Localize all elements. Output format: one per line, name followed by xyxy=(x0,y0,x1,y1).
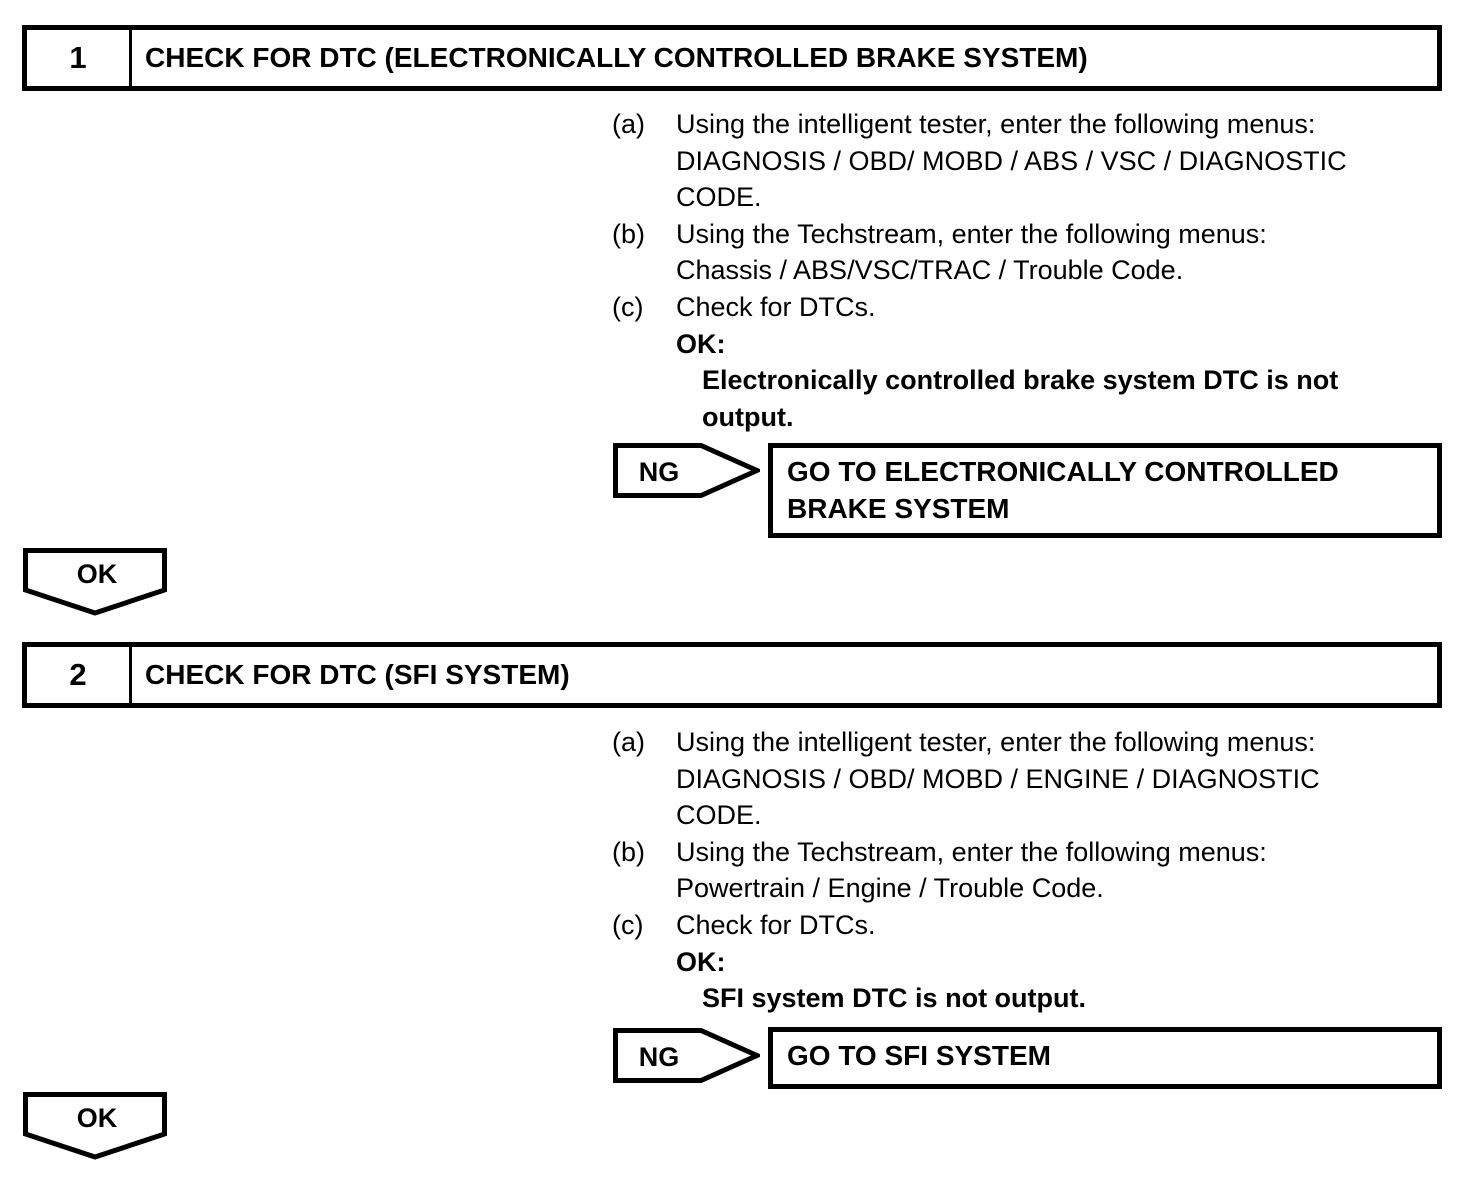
list-label: (c) xyxy=(612,909,644,940)
list-text: Powertrain / Engine / Trouble Code. xyxy=(676,873,1104,904)
instruction-line: Powertrain / Engine / Trouble Code. xyxy=(612,870,1457,907)
instruction-line: CODE. xyxy=(612,797,1457,834)
step-2-ng-action-box: GO TO SFI SYSTEM xyxy=(768,1027,1442,1089)
instruction-line: (a) Using the intelligent tester, enter … xyxy=(612,724,1457,761)
step-1-number: 1 xyxy=(27,30,132,86)
step-1-header: 1 CHECK FOR DTC (ELECTRONICALLY CONTROLL… xyxy=(22,25,1442,91)
list-text: Using the Techstream, enter the followin… xyxy=(676,836,1267,867)
list-label: (c) xyxy=(612,291,644,322)
step-2-header: 2 CHECK FOR DTC (SFI SYSTEM) xyxy=(22,642,1442,708)
step-2-instructions: (a) Using the intelligent tester, enter … xyxy=(612,724,1457,1017)
ng-label: NG xyxy=(639,1042,680,1072)
list-text: Chassis / ABS/VSC/TRAC / Trouble Code. xyxy=(676,255,1184,286)
ok-arrow-icon: OK xyxy=(23,548,167,616)
list-label xyxy=(612,797,676,834)
ok-condition-heading: OK: xyxy=(612,326,1457,363)
step-1-instructions: (a) Using the intelligent tester, enter … xyxy=(612,106,1457,435)
ok-arrow-icon: OK xyxy=(23,1092,167,1160)
step-2-number: 2 xyxy=(27,647,132,703)
list-label xyxy=(612,326,676,363)
instruction-line: (c) Check for DTCs. xyxy=(612,907,1457,944)
step-1-ng-action-box: GO TO ELECTRONICALLY CONTROLLED BRAKE SY… xyxy=(768,443,1442,538)
list-label: (a) xyxy=(612,109,645,139)
list-label: (b) xyxy=(612,218,645,249)
list-label xyxy=(612,252,676,289)
list-label xyxy=(612,179,676,216)
list-text: Using the intelligent tester, enter the … xyxy=(676,727,1316,757)
ng-label: NG xyxy=(639,457,680,487)
list-label xyxy=(612,143,676,180)
step-1-title: CHECK FOR DTC (ELECTRONICALLY CONTROLLED… xyxy=(145,42,1088,73)
instruction-line: Chassis / ABS/VSC/TRAC / Trouble Code. xyxy=(612,252,1457,289)
list-label xyxy=(612,944,676,981)
list-text: Check for DTCs. xyxy=(676,909,876,940)
list-text: CODE. xyxy=(676,182,762,213)
instruction-line: CODE. xyxy=(612,179,1457,216)
ng-arrow-icon: NG xyxy=(613,443,760,498)
list-text: OK: xyxy=(676,946,726,977)
list-label xyxy=(612,870,676,907)
ng-action-line: GO TO SFI SYSTEM xyxy=(787,1040,1051,1071)
list-text: Check for DTCs. xyxy=(676,291,876,322)
list-text: SFI system DTC is not output. xyxy=(702,983,1087,1014)
ng-arrow-icon: NG xyxy=(613,1028,760,1083)
list-text: Using the intelligent tester, enter the … xyxy=(676,109,1316,139)
list-text: OK: xyxy=(676,328,726,359)
ok-label: OK xyxy=(77,559,118,589)
instruction-line: DIAGNOSIS / OBD/ MOBD / ENGINE / DIAGNOS… xyxy=(612,761,1457,798)
instruction-line: DIAGNOSIS / OBD/ MOBD / ABS / VSC / DIAG… xyxy=(612,143,1457,180)
list-label: (a) xyxy=(612,727,645,757)
list-text: CODE. xyxy=(676,800,762,831)
ng-action-line: GO TO ELECTRONICALLY CONTROLLED xyxy=(787,456,1339,487)
list-text: DIAGNOSIS / OBD/ MOBD / ABS / VSC / DIAG… xyxy=(676,145,1347,176)
list-text: Electronically controlled brake system D… xyxy=(702,365,1339,396)
instruction-line: (b) Using the Techstream, enter the foll… xyxy=(612,834,1457,871)
ok-condition-text: output. xyxy=(612,399,1457,436)
ng-action-line: BRAKE SYSTEM xyxy=(787,493,1010,524)
list-label xyxy=(612,761,676,798)
ok-condition-text: Electronically controlled brake system D… xyxy=(612,362,1457,399)
ok-condition-text: SFI system DTC is not output. xyxy=(612,980,1457,1017)
instruction-line: (b) Using the Techstream, enter the foll… xyxy=(612,216,1457,253)
instruction-line: (a) Using the intelligent tester, enter … xyxy=(612,106,1457,143)
list-label xyxy=(612,399,676,436)
ok-label: OK xyxy=(77,1103,118,1133)
ok-condition-heading: OK: xyxy=(612,944,1457,981)
list-label: (b) xyxy=(612,836,645,867)
instruction-line: (c) Check for DTCs. xyxy=(612,289,1457,326)
list-label xyxy=(612,980,676,1017)
list-text: output. xyxy=(702,401,794,432)
list-text: DIAGNOSIS / OBD/ MOBD / ENGINE / DIAGNOS… xyxy=(676,763,1320,794)
list-text: Using the Techstream, enter the followin… xyxy=(676,218,1267,249)
list-label xyxy=(612,362,676,399)
step-2-title: CHECK FOR DTC (SFI SYSTEM) xyxy=(145,659,570,690)
